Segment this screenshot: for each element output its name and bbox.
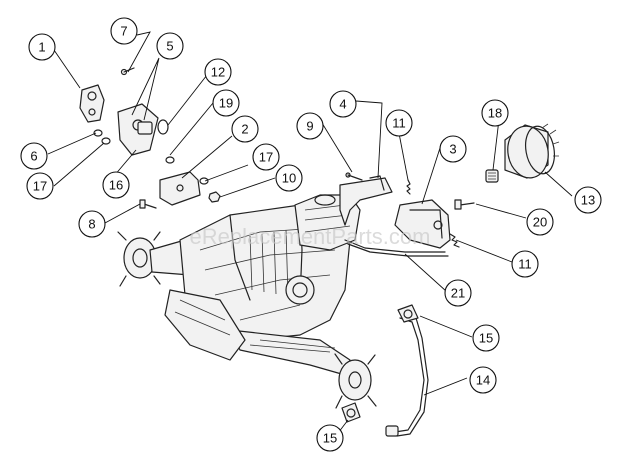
callout-6: 6 [20, 142, 48, 170]
lever-plate-5 [117, 103, 159, 156]
mount-plate [339, 175, 393, 226]
callout-9: 9 [296, 112, 324, 140]
svg-text:16: 16 [109, 178, 123, 193]
svg-text:8: 8 [88, 217, 95, 232]
callout-1: 1 [28, 33, 56, 61]
washer-17b [199, 177, 209, 185]
callout-2: 2 [231, 115, 259, 143]
svg-text:11: 11 [518, 257, 532, 272]
ring-12 [157, 119, 169, 135]
fitting-upper [397, 304, 419, 323]
spring-upper [406, 179, 411, 195]
svg-text:15: 15 [323, 431, 337, 446]
pin [345, 172, 363, 181]
callout-17a: 17 [26, 172, 54, 200]
svg-text:9: 9 [306, 119, 313, 134]
callout-15a: 15 [472, 324, 500, 352]
callout-4: 4 [329, 90, 357, 118]
callout-20: 20 [526, 208, 554, 236]
callout-21: 21 [444, 279, 472, 307]
svg-text:3: 3 [449, 142, 456, 157]
svg-text:19: 19 [219, 96, 233, 111]
svg-text:7: 7 [120, 24, 127, 39]
pivot-bracket-1 [79, 84, 105, 123]
linkage-rod [344, 239, 449, 257]
callout-18: 18 [481, 99, 509, 127]
svg-text:5: 5 [166, 39, 173, 54]
left-wheel-hub [117, 231, 191, 287]
leader-lines [47, 31, 573, 438]
oil-filter [504, 123, 560, 179]
callouts: 1 7 5 12 19 6 17 16 2 17 10 8 4 9 11 3 1… [20, 17, 602, 452]
callout-11b: 11 [511, 250, 539, 278]
filter-adapter [485, 169, 499, 183]
control-bracket [394, 199, 451, 249]
svg-text:21: 21 [451, 286, 465, 301]
svg-text:12: 12 [211, 65, 225, 80]
callout-14: 14 [469, 366, 497, 394]
nut-10 [208, 191, 221, 203]
svg-text:17: 17 [259, 150, 273, 165]
svg-text:20: 20 [533, 215, 547, 230]
callout-8: 8 [78, 210, 106, 238]
callout-16: 16 [102, 171, 130, 199]
hydraulic-tube [385, 313, 429, 437]
callout-19: 19 [212, 89, 240, 117]
svg-text:13: 13 [581, 193, 595, 208]
svg-text:2: 2 [241, 122, 248, 137]
svg-text:1: 1 [38, 40, 45, 55]
callout-13: 13 [574, 186, 602, 214]
bolt-20 [454, 199, 475, 210]
svg-text:11: 11 [392, 116, 406, 131]
callout-10: 10 [275, 164, 303, 192]
callout-3: 3 [439, 135, 467, 163]
svg-text:15: 15 [479, 331, 493, 346]
screw-7 [120, 67, 135, 76]
right-wheel-hub [334, 353, 377, 409]
washer-17a [101, 137, 111, 145]
svg-text:10: 10 [282, 171, 296, 186]
callout-12: 12 [204, 58, 232, 86]
fitting-lower [341, 402, 361, 423]
callout-11a: 11 [385, 109, 413, 137]
callout-5: 5 [156, 32, 184, 60]
callout-17b: 17 [252, 143, 280, 171]
svg-text:4: 4 [339, 97, 346, 112]
bolt-8 [139, 199, 157, 209]
watermark: eReplacementParts.com [190, 224, 431, 249]
callout-7: 7 [110, 17, 138, 45]
svg-text:6: 6 [30, 149, 37, 164]
axle-tube [229, 329, 351, 376]
callout-15b: 15 [316, 424, 344, 452]
svg-text:18: 18 [488, 106, 502, 121]
bracket-2 [159, 171, 201, 206]
spring-lower [449, 233, 460, 248]
spring-19 [165, 156, 175, 164]
svg-text:14: 14 [476, 373, 490, 388]
svg-text:17: 17 [33, 179, 47, 194]
washer-6 [93, 129, 103, 137]
